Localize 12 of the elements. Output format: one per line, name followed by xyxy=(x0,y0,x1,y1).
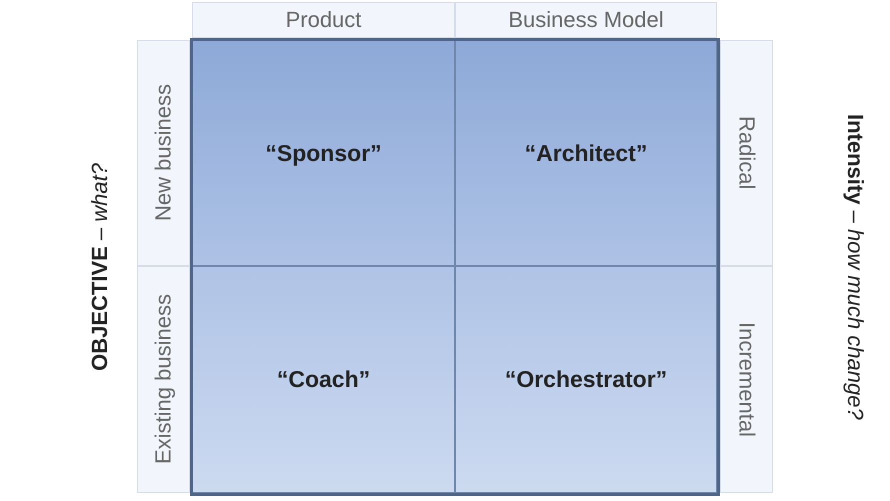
axis-title-text: Intensity – how much change? xyxy=(842,114,868,420)
column-header: Business Model xyxy=(455,2,717,38)
axis-title-text: OBJECTIVE – what? xyxy=(87,162,113,370)
quadrant: “Orchestrator” xyxy=(455,266,717,493)
row-header: Radical xyxy=(720,40,773,266)
quadrant: “Architect” xyxy=(455,40,717,266)
row-header: Incremental xyxy=(720,266,773,493)
column-header: Product xyxy=(192,2,455,38)
row-header: New business xyxy=(137,40,190,266)
quadrant: “Sponsor” xyxy=(192,40,455,266)
row-header: Existing business xyxy=(137,266,190,493)
quadrant: “Coach” xyxy=(192,266,455,493)
